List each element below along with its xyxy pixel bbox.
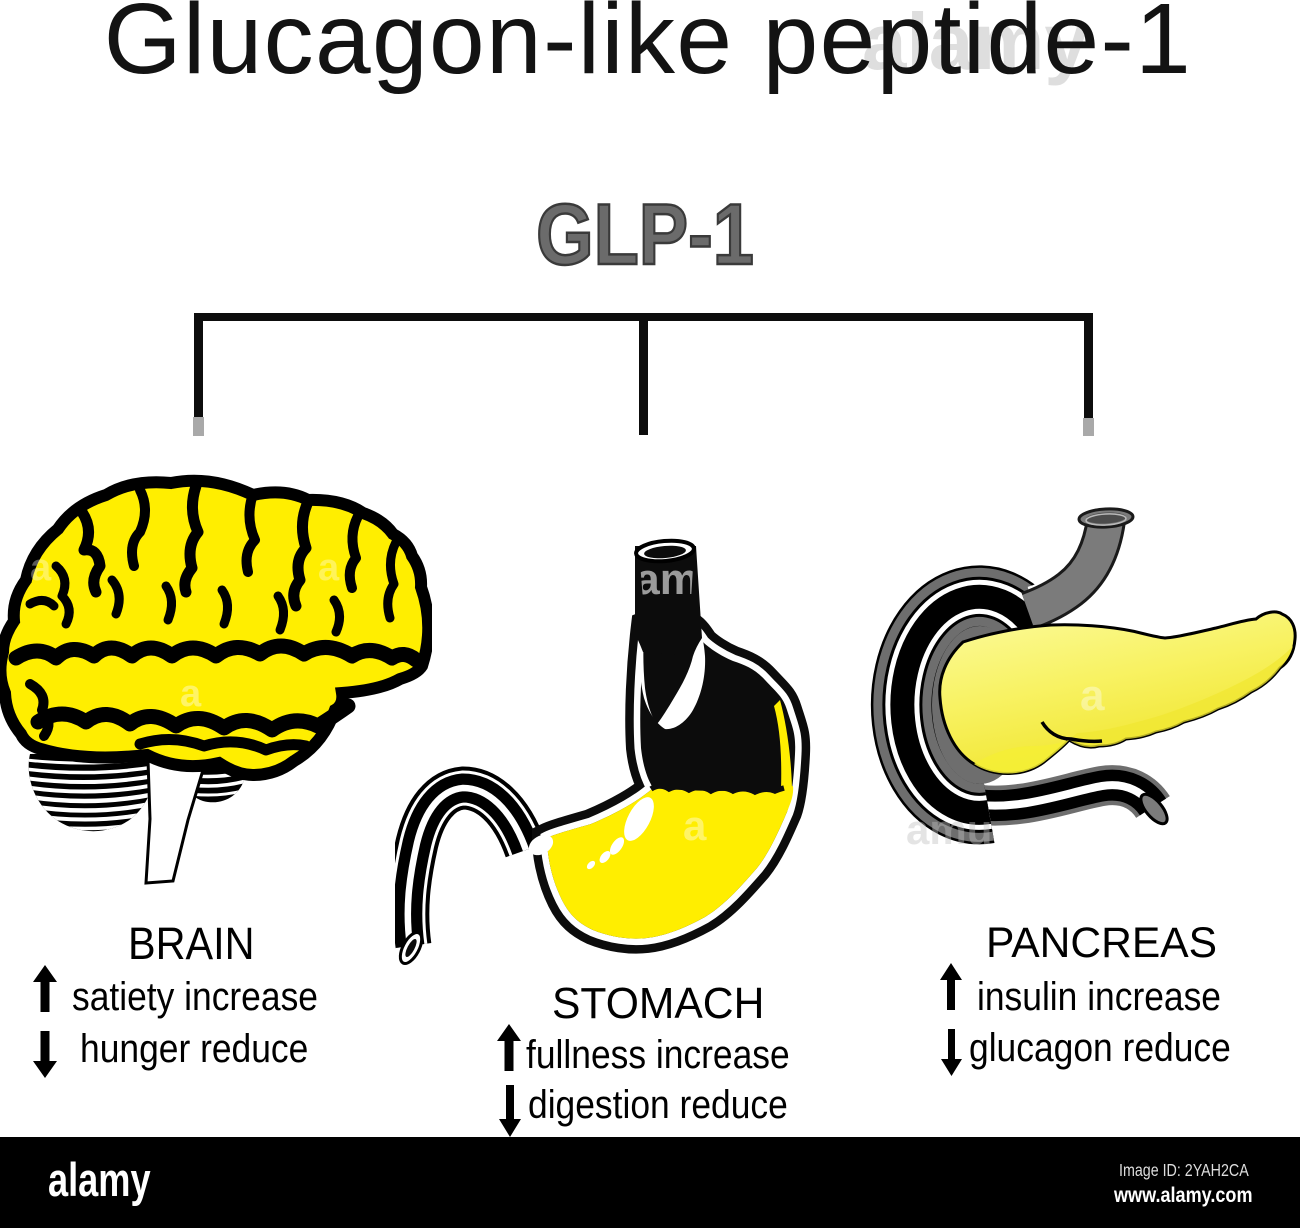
- svg-text:a: a: [1080, 671, 1105, 720]
- svg-text:lamy: lamy: [623, 555, 724, 604]
- svg-text:a: a: [30, 547, 52, 589]
- svg-text:a: a: [683, 802, 707, 849]
- svg-text:amu: amu: [906, 806, 992, 853]
- svg-text:a: a: [180, 673, 202, 715]
- svg-text:a: a: [318, 547, 340, 589]
